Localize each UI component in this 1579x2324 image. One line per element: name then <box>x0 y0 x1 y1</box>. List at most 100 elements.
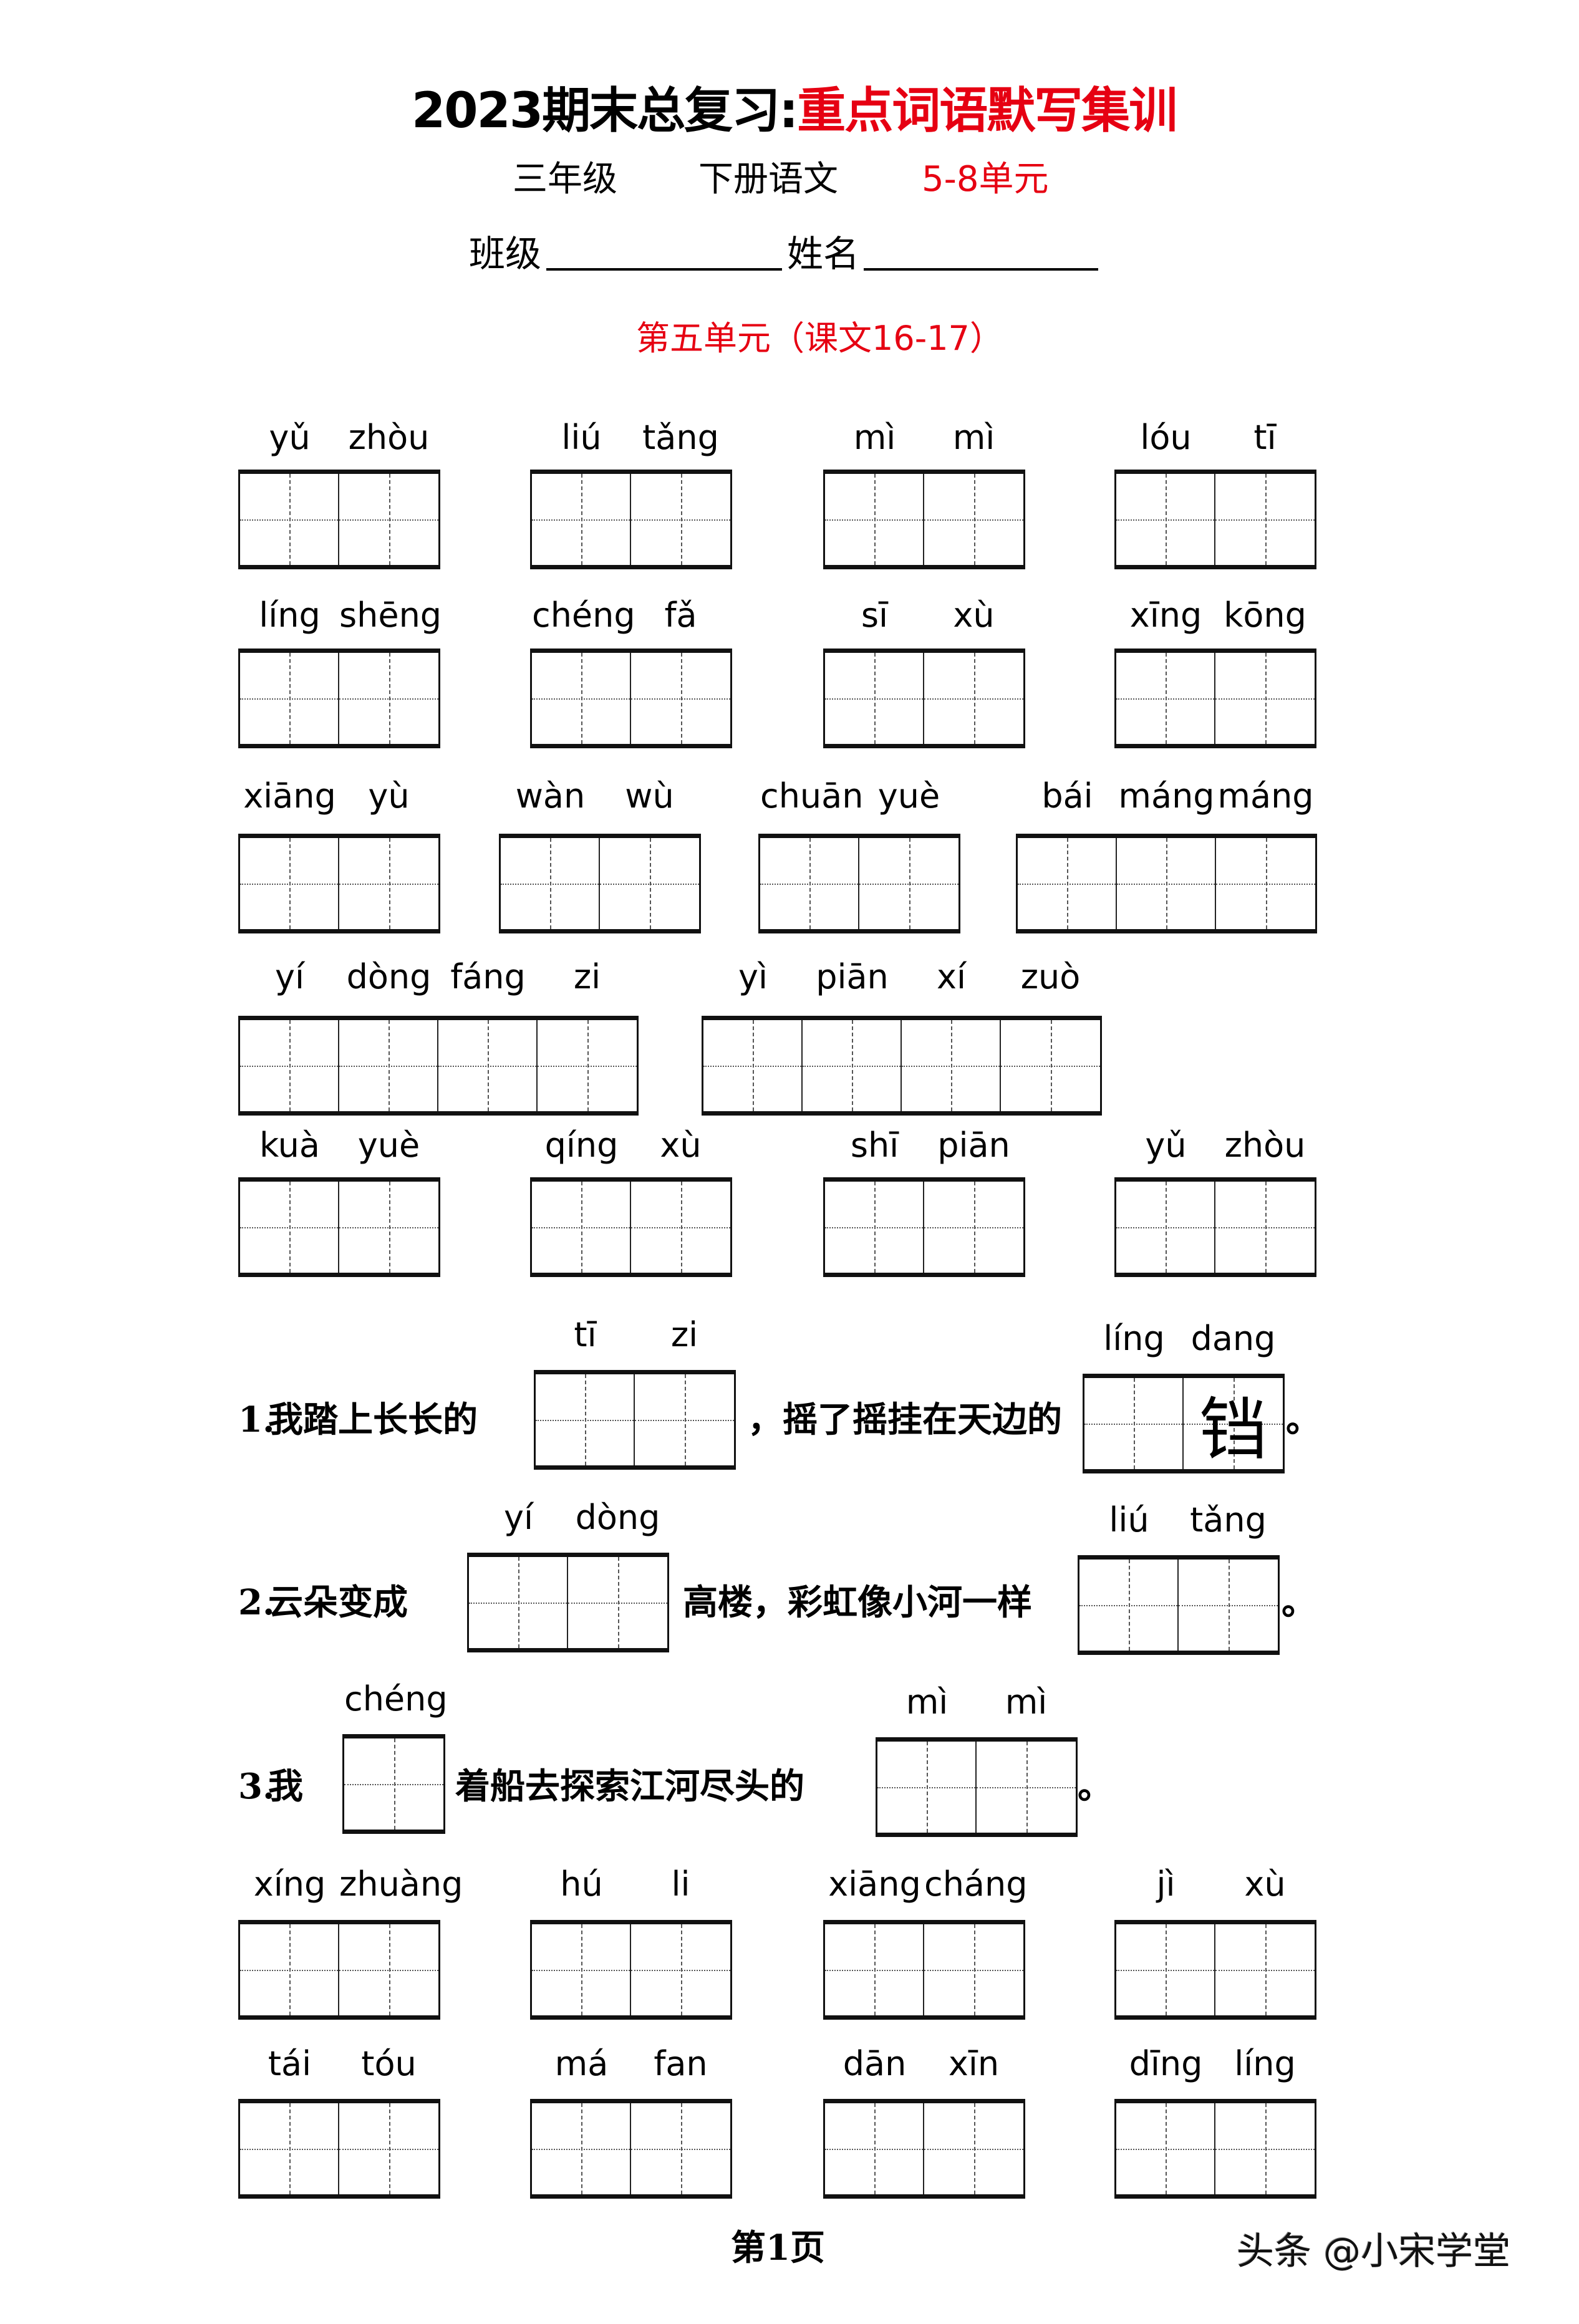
writing-cell[interactable] <box>825 653 924 744</box>
writing-grid[interactable] <box>823 2099 1025 2199</box>
writing-cell[interactable] <box>924 2103 1023 2194</box>
writing-cell[interactable] <box>1116 2103 1215 2194</box>
writing-cell[interactable] <box>1179 1560 1278 1651</box>
writing-grid[interactable] <box>499 834 701 933</box>
writing-cell[interactable] <box>703 1020 803 1111</box>
writing-cell[interactable] <box>600 838 699 929</box>
writing-cell[interactable] <box>240 1182 339 1273</box>
writing-grid[interactable] <box>1114 1920 1316 2020</box>
writing-cell[interactable] <box>240 474 339 565</box>
writing-grid[interactable] <box>1078 1555 1280 1655</box>
writing-grid[interactable] <box>758 834 960 933</box>
writing-grid[interactable] <box>534 1370 736 1470</box>
writing-cell[interactable] <box>1116 653 1215 744</box>
writing-cell[interactable] <box>339 474 438 565</box>
writing-cell[interactable] <box>924 1924 1023 2015</box>
writing-cell[interactable] <box>1001 1020 1100 1111</box>
writing-cell[interactable] <box>1084 1378 1184 1469</box>
writing-cell[interactable] <box>532 1924 631 2015</box>
writing-cell[interactable] <box>339 653 438 744</box>
writing-cell[interactable] <box>1117 838 1216 929</box>
writing-cell[interactable] <box>1079 1560 1179 1651</box>
writing-grid[interactable] <box>238 649 440 748</box>
writing-cell[interactable] <box>240 1020 339 1111</box>
writing-cell[interactable] <box>635 1374 734 1465</box>
class-field[interactable] <box>546 268 782 271</box>
writing-cell[interactable] <box>339 1182 438 1273</box>
writing-cell[interactable] <box>1116 1924 1215 2015</box>
writing-grid[interactable] <box>702 1016 1102 1116</box>
writing-cell[interactable] <box>1215 1182 1315 1273</box>
writing-cell[interactable] <box>1216 838 1315 929</box>
writing-cell[interactable] <box>760 838 859 929</box>
writing-cell[interactable] <box>339 838 438 929</box>
writing-grid[interactable] <box>1016 834 1317 933</box>
writing-cell[interactable] <box>532 474 631 565</box>
writing-grid[interactable] <box>876 1737 1078 1837</box>
writing-grid[interactable] <box>530 2099 732 2199</box>
writing-cell[interactable] <box>1215 474 1315 565</box>
writing-cell[interactable] <box>240 653 339 744</box>
writing-grid[interactable] <box>530 1177 732 1277</box>
writing-cell[interactable] <box>859 838 959 929</box>
writing-grid[interactable] <box>238 2099 440 2199</box>
writing-grid[interactable] <box>1114 2099 1316 2199</box>
writing-grid[interactable] <box>238 1920 440 2020</box>
writing-grid[interactable] <box>238 470 440 569</box>
writing-cell[interactable] <box>240 1924 339 2015</box>
writing-cell[interactable] <box>1018 838 1117 929</box>
writing-grid[interactable] <box>530 649 732 748</box>
writing-cell[interactable] <box>924 653 1023 744</box>
writing-cell[interactable] <box>877 1742 977 1833</box>
writing-cell[interactable]: 铛 <box>1184 1378 1283 1470</box>
writing-cell[interactable] <box>977 1742 1076 1833</box>
writing-cell[interactable] <box>532 2103 631 2194</box>
writing-cell[interactable] <box>1215 1924 1315 2015</box>
writing-grid[interactable] <box>342 1734 445 1834</box>
writing-cell[interactable] <box>1116 1182 1215 1273</box>
writing-grid[interactable] <box>823 1920 1025 2020</box>
writing-grid[interactable] <box>1114 649 1316 748</box>
writing-cell[interactable] <box>1215 653 1315 744</box>
writing-cell[interactable] <box>339 2103 438 2194</box>
writing-cell[interactable] <box>924 474 1023 565</box>
writing-cell[interactable] <box>631 653 730 744</box>
writing-grid[interactable] <box>530 470 732 569</box>
writing-grid[interactable] <box>530 1920 732 2020</box>
writing-grid[interactable] <box>1114 470 1316 569</box>
writing-grid[interactable] <box>238 834 440 933</box>
writing-cell[interactable] <box>438 1020 538 1111</box>
writing-cell[interactable] <box>240 838 339 929</box>
writing-grid[interactable] <box>1114 1177 1316 1277</box>
writing-cell[interactable] <box>469 1557 568 1648</box>
writing-cell[interactable] <box>344 1738 443 1830</box>
writing-grid[interactable] <box>823 1177 1025 1277</box>
writing-cell[interactable] <box>532 1182 631 1273</box>
writing-cell[interactable] <box>532 653 631 744</box>
writing-cell[interactable] <box>825 1182 924 1273</box>
writing-cell[interactable] <box>339 1020 438 1111</box>
writing-cell[interactable] <box>501 838 600 929</box>
writing-cell[interactable] <box>825 1924 924 2015</box>
writing-cell[interactable] <box>825 474 924 565</box>
name-field[interactable] <box>864 268 1098 271</box>
writing-cell[interactable] <box>631 474 730 565</box>
writing-cell[interactable] <box>538 1020 637 1111</box>
writing-cell[interactable] <box>568 1557 667 1648</box>
writing-cell[interactable] <box>631 1182 730 1273</box>
writing-grid[interactable] <box>823 649 1025 748</box>
writing-cell[interactable] <box>825 2103 924 2194</box>
writing-grid[interactable]: 铛 <box>1083 1374 1285 1473</box>
writing-cell[interactable] <box>631 2103 730 2194</box>
writing-cell[interactable] <box>924 1182 1023 1273</box>
writing-cell[interactable] <box>803 1020 902 1111</box>
writing-cell[interactable] <box>902 1020 1001 1111</box>
writing-cell[interactable] <box>1116 474 1215 565</box>
writing-cell[interactable] <box>631 1924 730 2015</box>
writing-grid[interactable] <box>823 470 1025 569</box>
writing-grid[interactable] <box>238 1016 639 1116</box>
writing-cell[interactable] <box>240 2103 339 2194</box>
writing-cell[interactable] <box>536 1374 635 1465</box>
writing-cell[interactable] <box>339 1924 438 2015</box>
writing-grid[interactable] <box>238 1177 440 1277</box>
